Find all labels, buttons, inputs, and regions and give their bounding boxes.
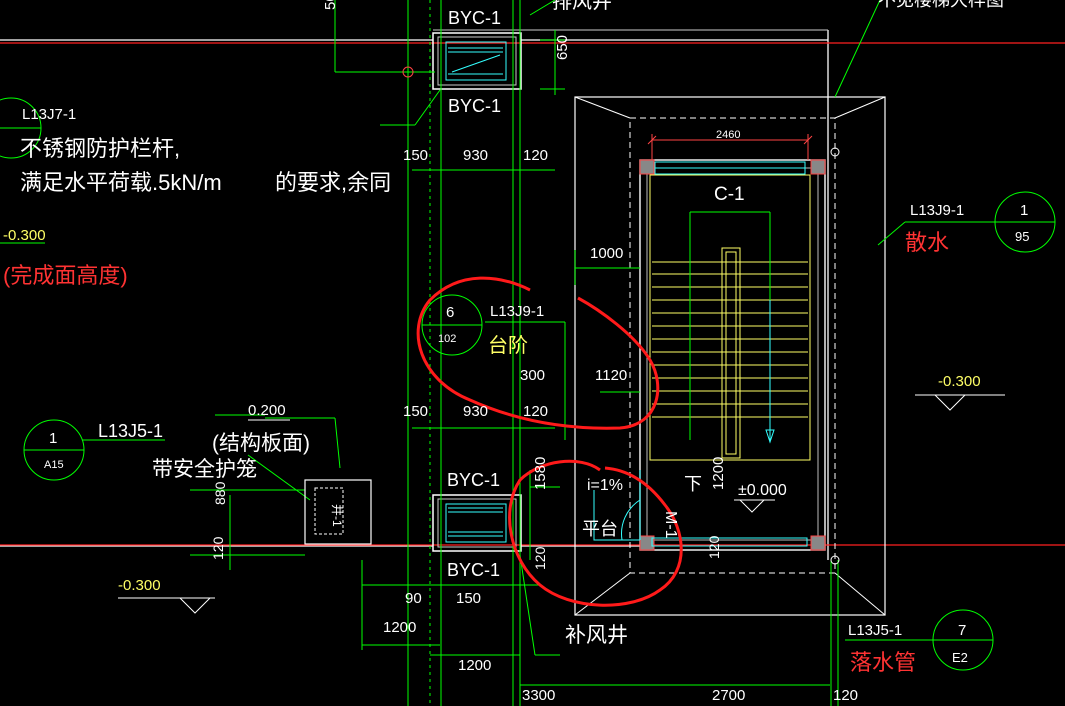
- dim-2460-label: 2460: [716, 129, 740, 141]
- railing-note-line1: 不锈钢防护栏杆,: [20, 136, 180, 161]
- wall-lines: [0, 29, 829, 560]
- apron-circle-top: 1: [1020, 202, 1028, 219]
- text-layer: 500 BYC-1 排风井 650 BYC-1 不见楼梯大样图 L13J7-1 …: [3, 0, 1029, 704]
- dim-1200-mid: 1200: [458, 657, 491, 674]
- apron-ref: L13J9-1: [910, 202, 964, 219]
- grid-bubble-small: [402, 66, 414, 78]
- downpipe-circle-top: 7: [958, 622, 966, 639]
- structural-slab-label: (结构板面): [212, 432, 310, 455]
- dim-120-bottom: 120: [833, 687, 858, 704]
- slope-label: i=1%: [587, 477, 623, 494]
- elev-left-bottom: -0.300: [118, 577, 161, 594]
- dim-120-upper: 120: [523, 147, 548, 164]
- dim-150-mid: 150: [403, 403, 428, 420]
- dim-1580-label: 1580: [532, 457, 549, 490]
- dim-1200-left: 1200: [383, 619, 416, 636]
- stair-detail-note: 不见楼梯大样图: [878, 0, 1004, 10]
- byc-top-label: BYC-1: [448, 8, 501, 28]
- supply-shaft-label: 补风井: [565, 624, 628, 647]
- ladder-elev: 0.200: [248, 402, 286, 419]
- steps-circle-bottom: 102: [438, 333, 456, 345]
- byc-below-label: BYC-1: [448, 96, 501, 116]
- exhaust-shaft-label: 排风井: [552, 0, 612, 13]
- dim-120-ladder: 120: [210, 536, 226, 560]
- ladder-box-label: 井-1: [330, 504, 344, 527]
- stair-outline: [574, 96, 886, 616]
- dim-150-upper: 150: [403, 147, 428, 164]
- elev-right: -0.300: [938, 373, 981, 390]
- downpipe-circle-bottom: E2: [952, 650, 968, 665]
- dim-880-label: 880: [212, 481, 228, 505]
- dim-120-mid: 120: [523, 403, 548, 420]
- corner-node: [830, 555, 840, 565]
- dim-120-stair-b: 120: [706, 535, 722, 559]
- dim-120-stair-a: 120: [532, 546, 548, 570]
- corner-node: [830, 147, 840, 157]
- dim-90-label: 90: [405, 590, 422, 607]
- door-m1-label: M-1: [662, 511, 679, 539]
- downpipe-label: 落水管: [850, 650, 916, 675]
- apron-circle-bottom: 95: [1015, 229, 1029, 244]
- dim-3300-label: 3300: [522, 687, 555, 704]
- dim-930-upper: 930: [463, 147, 488, 164]
- elevation-markers: [118, 394, 1005, 614]
- dim-1200-stair: 1200: [710, 457, 727, 490]
- steps-ref: L13J9-1: [490, 303, 544, 320]
- dim-500-label: 500: [322, 0, 339, 10]
- apron-label: 散水: [905, 230, 949, 255]
- railing-ref: L13J7-1: [22, 106, 76, 123]
- dim-300-label: 300: [520, 367, 545, 384]
- byc-low-label: BYC-1: [447, 560, 500, 580]
- steps-label: 台阶: [488, 334, 528, 357]
- ladder-circle-bottom: A15: [44, 459, 64, 471]
- dim-2700-label: 2700: [712, 687, 745, 704]
- dim-650-label: 650: [554, 35, 571, 60]
- supply-shaft: [432, 494, 522, 552]
- railing-note-line2: 满足水平荷载.5kN/m: [20, 170, 222, 195]
- byc-mid-label: BYC-1: [447, 470, 500, 490]
- downpipe-ref: L13J5-1: [848, 622, 902, 639]
- steps-circle-top: 6: [446, 304, 454, 321]
- finish-elev-note: (完成面高度): [3, 263, 128, 288]
- dim-930-mid: 930: [463, 403, 488, 420]
- index-circles: [0, 97, 1056, 671]
- cage-ladder: [304, 479, 372, 545]
- dim-150-lower: 150: [456, 590, 481, 607]
- railing-note-line3: 的要求,余同: [275, 170, 391, 195]
- exhaust-shaft: [432, 32, 522, 90]
- grid-axis-lines: [0, 42, 1065, 546]
- ladder-circle-top: 1: [49, 430, 57, 447]
- elev-zero-label: ±0.000: [738, 482, 787, 499]
- down-label: 下: [684, 474, 702, 494]
- dim-1000-label: 1000: [590, 245, 623, 262]
- dim-2460-line: [647, 134, 813, 160]
- red-markup: [416, 276, 683, 607]
- dim-1120-label: 1120: [595, 367, 627, 384]
- elev-left-top: -0.300: [3, 227, 46, 244]
- cage-ladder-label: 带安全护笼: [152, 458, 257, 481]
- platform-label: 平台: [582, 519, 618, 539]
- window-c1-label: C-1: [714, 184, 745, 205]
- ladder-ref: L13J5-1: [98, 421, 163, 441]
